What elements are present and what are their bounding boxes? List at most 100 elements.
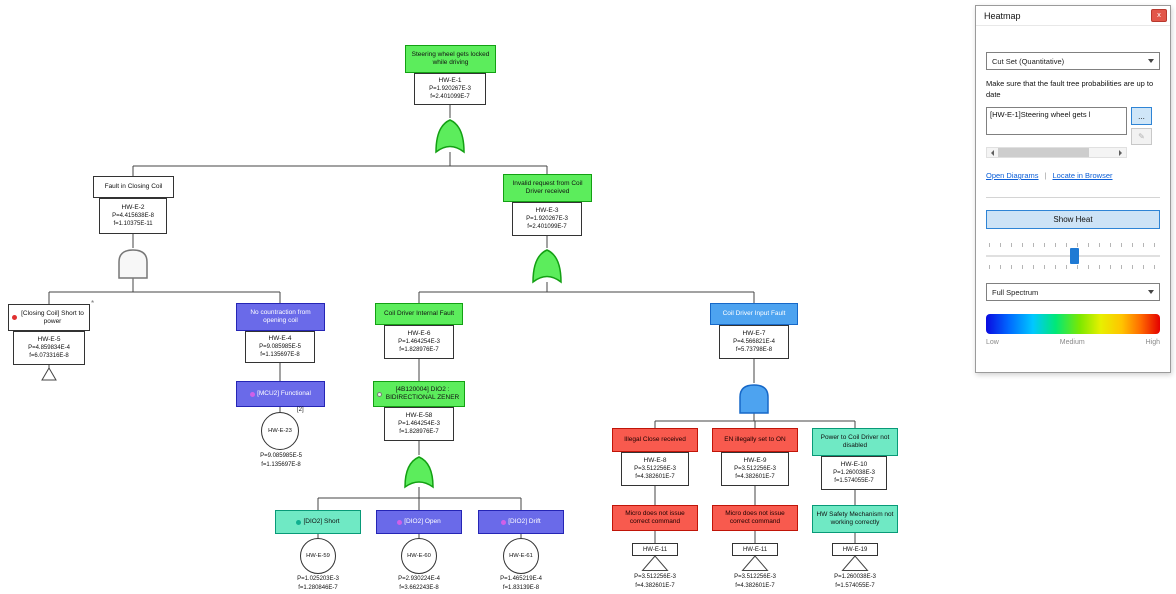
event-label-hw-e-9[interactable]: EN illegally set to ON	[712, 428, 798, 452]
event-values-hw-e-3[interactable]: HW-E-3 P=1.920267E-3 f=2.401099E-7	[512, 202, 582, 236]
event-values-hw-e-8[interactable]: HW-E-8 P=3.512256E-3 f=4.382601E-7	[621, 452, 689, 486]
event-id: HW-E-9	[743, 456, 767, 464]
target-element-field[interactable]: [HW-E-1]Steering wheel gets l	[986, 107, 1127, 135]
event-label-hw-e-60[interactable]: [DIO2] Open	[376, 510, 462, 534]
scroll-left-arrow-icon[interactable]	[987, 148, 998, 157]
event-label-hw-e-1[interactable]: Steering wheel gets locked while driving	[405, 45, 496, 73]
event-label-hw-e-11[interactable]: Micro does not issue correct command	[712, 505, 798, 531]
event-frequency: f=1.574055E-7	[834, 478, 874, 485]
event-id-box-hw-e-19[interactable]: HW-E-19	[832, 543, 878, 556]
scrollbar-track[interactable]	[998, 148, 1115, 157]
spectrum-select[interactable]: Full Spectrum	[986, 283, 1160, 301]
show-heat-button[interactable]: Show Heat	[986, 210, 1160, 229]
event-label-hw-e-11[interactable]: Micro does not issue correct command	[612, 505, 698, 531]
event-values-hw-e-1[interactable]: HW-E-1 P=1.920267E-3 f=2.401099E-7	[414, 73, 486, 105]
locate-in-browser-link[interactable]: Locate in Browser	[1052, 171, 1113, 180]
event-label-hw-e-10[interactable]: Power to Coil Driver not disabled	[812, 428, 898, 456]
transfer-triangle-icon[interactable]	[841, 555, 869, 572]
heatmap-titlebar[interactable]: Heatmap x	[976, 6, 1170, 26]
event-probability: P=1.260038E-3	[833, 470, 875, 477]
event-values-hw-e-10[interactable]: HW-E-10 P=1.260038E-3 f=1.574055E-7	[821, 456, 887, 490]
target-field-row: [HW-E-1]Steering wheel gets l ... ✎	[986, 107, 1160, 145]
scale-high-label: High	[1145, 339, 1160, 346]
event-values-hw-e-2[interactable]: HW-E-2 P=4.415638E-8 f=1.10375E-11	[99, 198, 167, 234]
event-id-box-hw-e-11[interactable]: HW-E-11	[632, 543, 678, 556]
event-label-hw-e-59[interactable]: [DIO2] Short	[275, 510, 361, 534]
basic-event-circle-hw-e-60[interactable]: HW-E-60	[401, 538, 437, 574]
basic-event-circle-hw-e-61[interactable]: HW-E-61	[503, 538, 539, 574]
heatmap-window: Heatmap x Cut Set (Quantitative) Make su…	[975, 5, 1171, 373]
event-label-hw-e-4[interactable]: No countraction from opening coil	[236, 303, 325, 331]
or-gate-icon[interactable]	[434, 118, 466, 154]
event-probability: P=1.920267E-3	[429, 86, 471, 93]
basic-event-circle-hw-e-23[interactable]: HW-E-23	[261, 412, 299, 450]
event-values-hw-e-4[interactable]: HW-E-4 P=9.085985E-5 f=1.135697E-8	[245, 331, 315, 363]
note-marker-icon: *	[91, 299, 95, 308]
section-divider	[986, 197, 1160, 198]
event-label-hw-e-6[interactable]: Coil Driver Internal Fault	[375, 303, 463, 325]
chevron-down-icon	[1148, 290, 1154, 294]
event-frequency: f=6.073316E-8	[29, 353, 69, 360]
slider-thumb[interactable]	[1069, 248, 1079, 264]
slider-ticks	[989, 265, 1157, 269]
event-probability: P=4.415638E-8	[112, 213, 154, 220]
heat-color-scale	[986, 314, 1160, 334]
transfer-triangle-icon[interactable]	[641, 555, 669, 572]
slider-ticks	[989, 243, 1157, 247]
scroll-right-arrow-icon[interactable]	[1115, 148, 1126, 157]
scrollbar-thumb[interactable]	[998, 148, 1090, 157]
field-horizontal-scrollbar[interactable]	[986, 147, 1127, 158]
event-label-hw-e-7[interactable]: Coil Driver Input Fault	[710, 303, 798, 325]
heat-threshold-slider[interactable]	[986, 243, 1160, 269]
event-id: HW-E-23	[268, 428, 292, 434]
event-id-box-hw-e-11[interactable]: HW-E-11	[732, 543, 778, 556]
event-probability: P=4.566821E-4	[733, 339, 775, 346]
and-gate-icon[interactable]	[117, 248, 149, 280]
basic-event-dot-icon	[397, 519, 403, 525]
transfer-triangle-icon[interactable]	[41, 367, 57, 381]
event-values-hw-e-5[interactable]: HW-E-5 P=4.859834E-4 f=6.073316E-8	[13, 331, 85, 365]
event-values-hw-e-58[interactable]: HW-E-58 P=1.464254E-3 f=1.828976E-7	[384, 407, 454, 441]
event-label-hw-e-5[interactable]: [Closing Coil] Short to power	[8, 304, 90, 331]
event-id: HW-E-6	[407, 329, 431, 337]
spectrum-value: Full Spectrum	[992, 287, 1039, 297]
heat-mode-select[interactable]: Cut Set (Quantitative)	[986, 52, 1160, 70]
or-gate-icon[interactable]	[403, 455, 435, 489]
event-values-hw-e-7[interactable]: HW-E-7 P=4.566821E-4 f=5.73798E-8	[719, 325, 789, 359]
basic-event-dot-icon	[501, 519, 507, 525]
basic-event-circle-hw-e-59[interactable]: HW-E-59	[300, 538, 336, 574]
transfer-triangle-icon[interactable]	[741, 555, 769, 572]
component-dot-icon	[377, 391, 382, 397]
close-button[interactable]: x	[1151, 9, 1167, 22]
event-probability: P=9.085985E-5	[259, 344, 301, 351]
event-probability: P=4.859834E-4	[28, 345, 70, 352]
event-label-hw-e-58[interactable]: [4B120004] DIO2 : BIDIRECTIONAL ZENER	[373, 381, 465, 407]
connector-lines	[48, 105, 856, 543]
event-label-hw-e-8[interactable]: Illegal Close received	[612, 428, 698, 452]
event-id: HW-E-60	[407, 553, 431, 559]
event-label-hw-e-61[interactable]: [DIO2] Drift	[478, 510, 564, 534]
or-gate-icon[interactable]	[531, 248, 563, 284]
heatmap-body: Cut Set (Quantitative) Make sure that th…	[976, 26, 1170, 346]
scale-low-label: Low	[986, 339, 999, 346]
event-label-hw-e-23[interactable]: [MCU2] Functional	[236, 381, 325, 407]
event-label-hw-e-19[interactable]: HW Safety Mechanism not working correctl…	[812, 505, 898, 533]
event-frequency: f=2.401099E-7	[527, 224, 567, 231]
edit-button[interactable]: ✎	[1131, 128, 1152, 145]
event-values-hw-e-6[interactable]: HW-E-6 P=1.464254E-3 f=1.828976E-7	[384, 325, 454, 359]
browse-button[interactable]: ...	[1131, 107, 1152, 125]
event-frequency: f=4.382601E-7	[735, 474, 775, 481]
failure-mode-dot-icon	[12, 315, 17, 320]
and-gate-icon[interactable]	[738, 383, 770, 415]
event-frequency: f=1.10375E-11	[113, 221, 153, 228]
event-frequency: f=4.382601E-7	[635, 474, 675, 481]
event-label-text: [Closing Coil] Short to power	[21, 309, 84, 325]
event-values-hw-e-9[interactable]: HW-E-9 P=3.512256E-3 f=4.382601E-7	[721, 452, 789, 486]
event-label-text: [MCU2] Functional	[257, 390, 311, 398]
open-diagrams-link[interactable]: Open Diagrams	[986, 171, 1039, 180]
event-label-hw-e-2[interactable]: Fault in Closing Coil	[93, 176, 174, 198]
event-id: HW-E-1	[438, 76, 462, 84]
event-label-hw-e-3[interactable]: Invalid request from Coil Driver receive…	[503, 174, 592, 202]
